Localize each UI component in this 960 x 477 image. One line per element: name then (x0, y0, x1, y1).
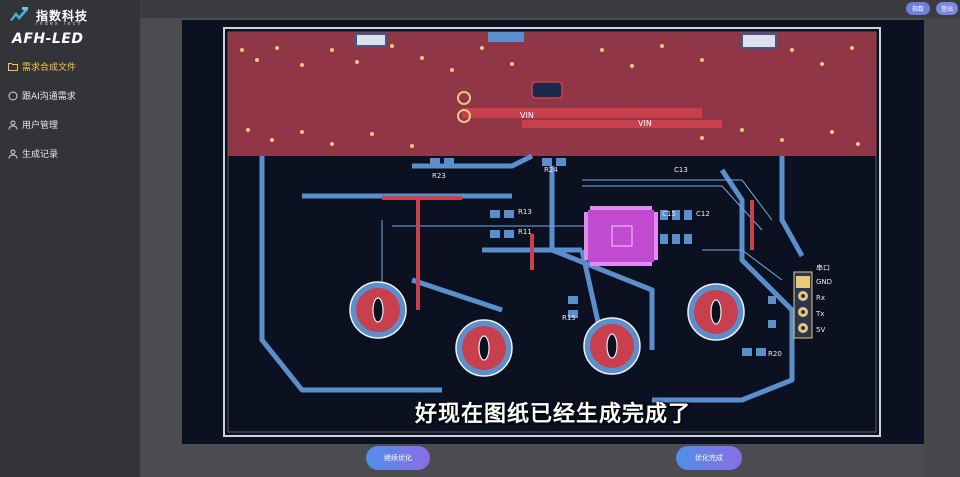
pcb-label-r15: R15 (562, 314, 576, 322)
pcb-label-tx: Tx (815, 310, 824, 318)
pcb-label-c13: C13 (674, 166, 688, 174)
top-button-index[interactable]: 指数 (906, 2, 930, 15)
sidebar-item-label: 跟AI沟通需求 (22, 92, 76, 102)
pcb-label-header: 串口 (816, 264, 830, 272)
pcb-label-r11: R11 (518, 228, 532, 236)
pcb-label-rx: Rx (816, 294, 825, 302)
sidebar-item-generation-records[interactable]: 生成记录 (0, 139, 140, 168)
pcb-label-vin-left: VIN (520, 111, 534, 120)
sidebar-item-label: 生成记录 (22, 150, 59, 160)
pcb-label-r20: R20 (768, 350, 782, 358)
sidebar-item-label: 需求合成文件 (22, 63, 77, 73)
pcb-label-r24: R24 (544, 166, 558, 174)
continue-optimize-button[interactable]: 继续优化 (366, 446, 430, 470)
product-name: AFH-LED (12, 31, 84, 47)
optimize-complete-button[interactable]: 优化完成 (676, 446, 742, 470)
pcb-label-gnd: GND (816, 278, 832, 286)
sidebar-item-ai-chat[interactable]: 跟AI沟通需求 (0, 81, 140, 110)
pcb-label-5v: 5V (816, 326, 825, 334)
sidebar-item-user-management[interactable]: 用户管理 (0, 110, 140, 139)
pcb-label-r23: R23 (432, 172, 446, 180)
logout-button[interactable]: 登出 (936, 2, 958, 15)
record-icon (8, 149, 18, 159)
video-subtitle: 好现在图纸已经生成完成了 (414, 402, 691, 427)
user-icon (8, 120, 18, 130)
right-panel-strip (924, 18, 960, 477)
brand-name-en: Index Tech (36, 21, 83, 27)
folder-icon (8, 62, 18, 72)
sidebar-item-requirement-files[interactable]: 需求合成文件 (0, 52, 140, 81)
pcb-board-drawing: VIN VIN (223, 27, 881, 437)
pcb-label-c15: C15 (662, 210, 676, 218)
pcb-viewer[interactable]: VIN VIN (182, 20, 924, 444)
pcb-label-vin-right: VIN (638, 119, 652, 128)
brand-logo: 指数科技 Index Tech AFH-LED (6, 4, 134, 50)
brand-logo-icon (10, 7, 28, 21)
chat-icon (8, 91, 18, 101)
pcb-label-c12: C12 (696, 210, 710, 218)
brand-name-cn: 指数科技 (36, 9, 89, 23)
pcb-label-r13: R13 (518, 208, 532, 216)
sidebar-menu: 需求合成文件 跟AI沟通需求 用户管理 生成记录 (0, 52, 140, 168)
sidebar-item-label: 用户管理 (22, 121, 59, 131)
sidebar: 指数科技 Index Tech AFH-LED 需求合成文件 跟AI沟通需求 用… (0, 0, 140, 477)
